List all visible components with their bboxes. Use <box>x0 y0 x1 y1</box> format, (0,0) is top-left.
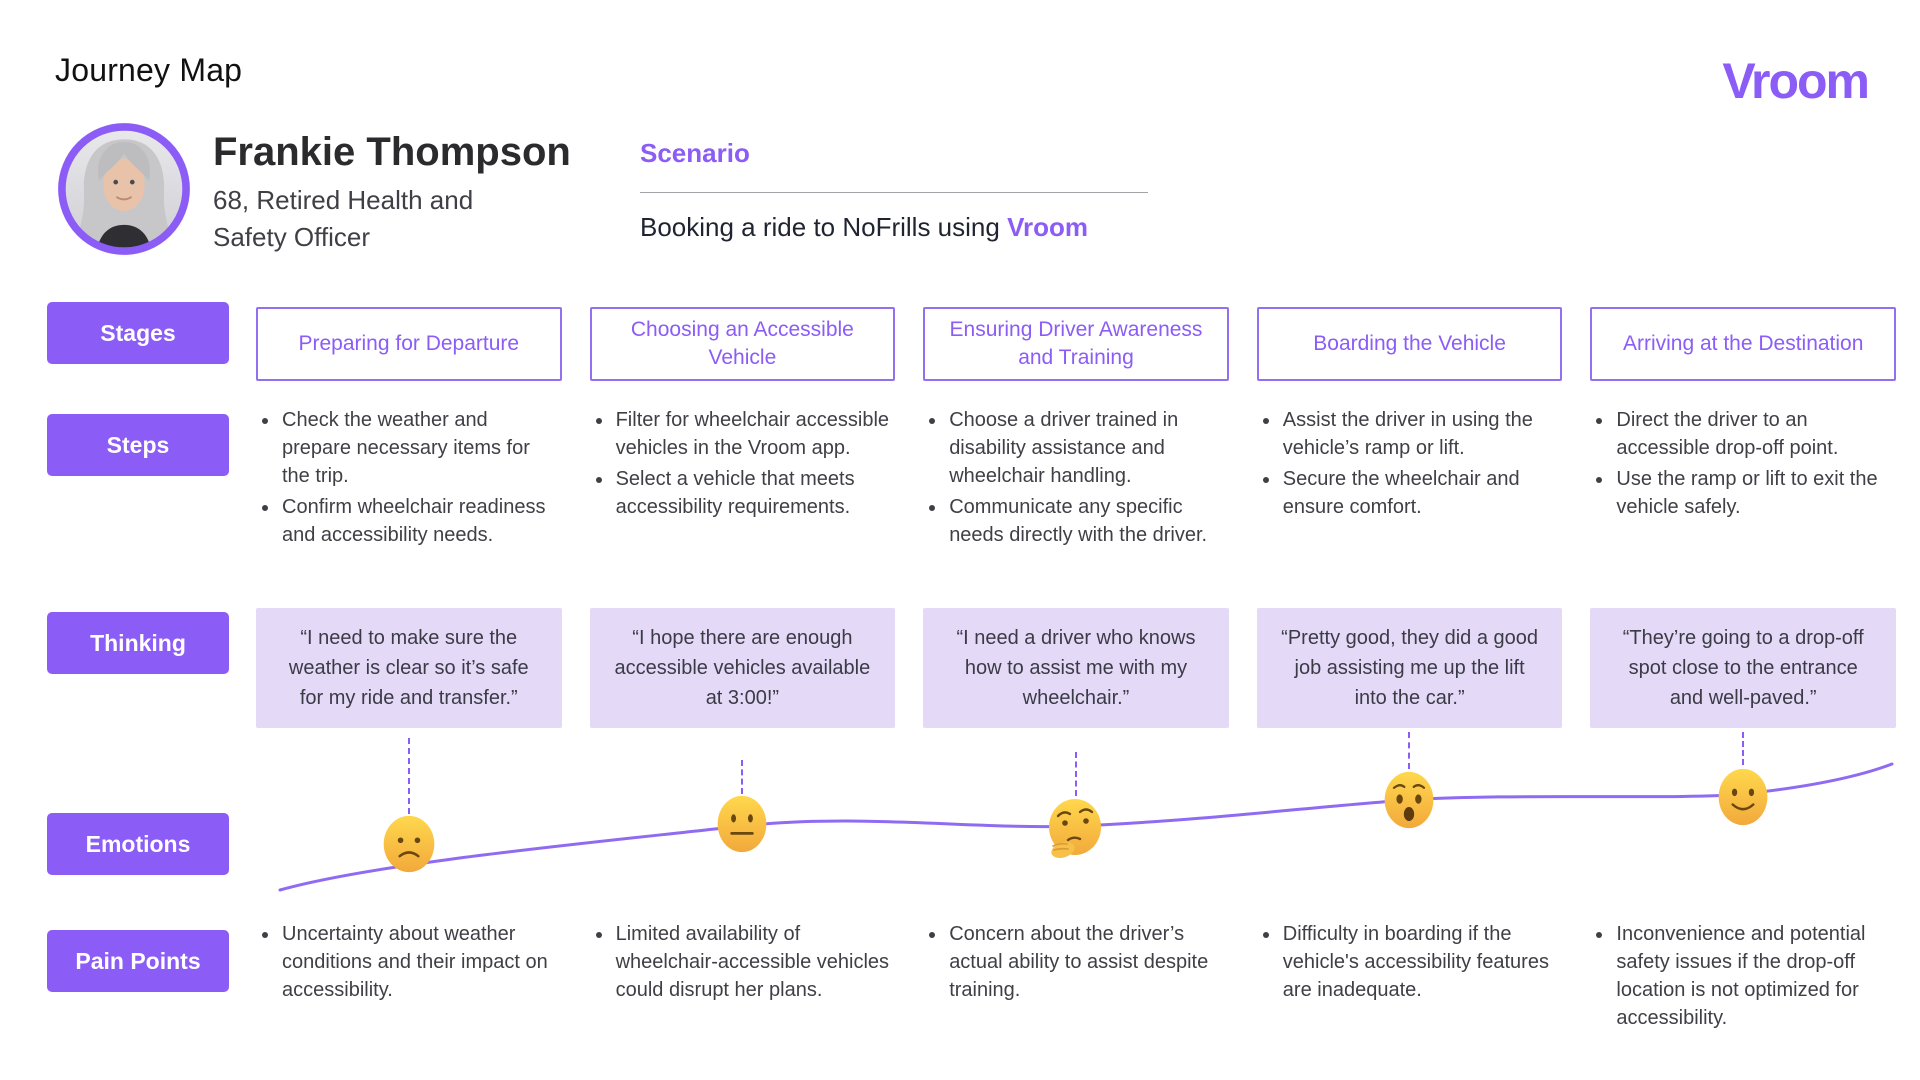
thinking-quote-2: “I hope there are enough accessible vehi… <box>589 608 896 728</box>
thinking-quote-5: “They’re going to a drop-off spot close … <box>1590 608 1896 728</box>
step-item: Check the weather and prepare necessary … <box>280 406 562 490</box>
step-item: Secure the wheelchair and ensure comfort… <box>1281 465 1563 521</box>
scenario-divider <box>640 192 1148 193</box>
step-item: Filter for wheelchair accessible vehicle… <box>614 406 896 462</box>
step-item: Communicate any specific needs directly … <box>947 493 1229 549</box>
steps-list-1: Check the weather and prepare necessary … <box>256 406 562 552</box>
thinking-row: “I need to make sure the weather is clea… <box>256 608 1896 728</box>
scenario-brand-highlight: Vroom <box>1007 212 1088 242</box>
pain-points-list-3: Concern about the driver’s actual abilit… <box>923 920 1229 1035</box>
thinking-quote-1: “I need to make sure the weather is clea… <box>256 608 562 728</box>
stage-box-2: Choosing an Accessible Vehicle <box>589 307 896 381</box>
scenario-text: Booking a ride to NoFrills using Vroom <box>640 212 1088 243</box>
row-label-pain-points: Pain Points <box>47 930 229 992</box>
persona-description: 68, Retired Health and Safety Officer <box>213 185 474 252</box>
anguished-face-icon <box>1379 770 1439 835</box>
thinking-quote-3: “I need a driver who knows how to assist… <box>923 608 1229 728</box>
scenario-heading: Scenario <box>640 138 750 168</box>
thinking-quote-4: “Pretty good, they did a good job assist… <box>1256 608 1563 728</box>
stage-box-3: Ensuring Driver Awareness and Training <box>923 307 1229 381</box>
connector-line-2 <box>741 760 743 794</box>
pain-points-list-2: Limited availability of wheelchair-acces… <box>590 920 896 1035</box>
step-item: Select a vehicle that meets accessibilit… <box>614 465 896 521</box>
pain-point-item: Uncertainty about weather conditions and… <box>280 920 562 1004</box>
step-item: Direct the driver to an accessible drop-… <box>1614 406 1896 462</box>
page-title: Journey Map <box>55 52 243 88</box>
pain-point-item: Limited availability of wheelchair-acces… <box>614 920 896 1004</box>
connector-line-5 <box>1742 732 1744 765</box>
connector-line-1 <box>408 738 410 814</box>
neutral-face-icon <box>712 794 772 859</box>
persona-name: Frankie Thompson <box>213 130 571 174</box>
row-label-thinking: Thinking <box>47 612 229 674</box>
connector-line-3 <box>1075 752 1077 796</box>
pain-points-list-4: Difficulty in boarding if the vehicle's … <box>1257 920 1563 1035</box>
row-label-emotions: Emotions <box>47 813 229 875</box>
pain-points-list-1: Uncertainty about weather conditions and… <box>256 920 562 1035</box>
scenario-text-prefix: Booking a ride to NoFrills using <box>640 212 1008 242</box>
stages-row: Preparing for Departure Choosing an Acce… <box>256 293 1896 395</box>
steps-list-2: Filter for wheelchair accessible vehicle… <box>590 406 896 552</box>
emotion-graph <box>220 750 1920 920</box>
stage-box-1: Preparing for Departure <box>256 307 562 381</box>
step-item: Confirm wheelchair readiness and accessi… <box>280 493 562 549</box>
step-item: Choose a driver trained in disability as… <box>947 406 1229 490</box>
steps-row: Check the weather and prepare necessary … <box>256 406 1896 552</box>
slightly-frowning-face-icon <box>379 814 439 879</box>
row-label-stages: Stages <box>47 302 229 364</box>
persona-photo-icon <box>58 123 190 255</box>
pain-point-item: Difficulty in boarding if the vehicle's … <box>1281 920 1563 1004</box>
steps-list-4: Assist the driver in using the vehicle’s… <box>1257 406 1563 552</box>
steps-list-3: Choose a driver trained in disability as… <box>923 406 1229 552</box>
pain-points-row: Uncertainty about weather conditions and… <box>256 920 1896 1035</box>
pain-point-item: Inconvenience and potential safety issue… <box>1614 920 1896 1032</box>
pain-point-item: Concern about the driver’s actual abilit… <box>947 920 1229 1004</box>
slightly-smiling-face-icon <box>1713 767 1773 832</box>
persona-avatar <box>55 120 193 258</box>
thinking-face-icon <box>1043 796 1107 865</box>
stage-box-5: Arriving at the Destination <box>1590 307 1896 381</box>
step-item: Assist the driver in using the vehicle’s… <box>1281 406 1563 462</box>
connector-line-4 <box>1408 732 1410 769</box>
step-item: Use the ramp or lift to exit the vehicle… <box>1614 465 1896 521</box>
vroom-logo: Vroom <box>1722 53 1870 109</box>
stage-box-4: Boarding the Vehicle <box>1256 307 1563 381</box>
steps-list-5: Direct the driver to an accessible drop-… <box>1590 406 1896 552</box>
pain-points-list-5: Inconvenience and potential safety issue… <box>1590 920 1896 1035</box>
row-label-steps: Steps <box>47 414 229 476</box>
